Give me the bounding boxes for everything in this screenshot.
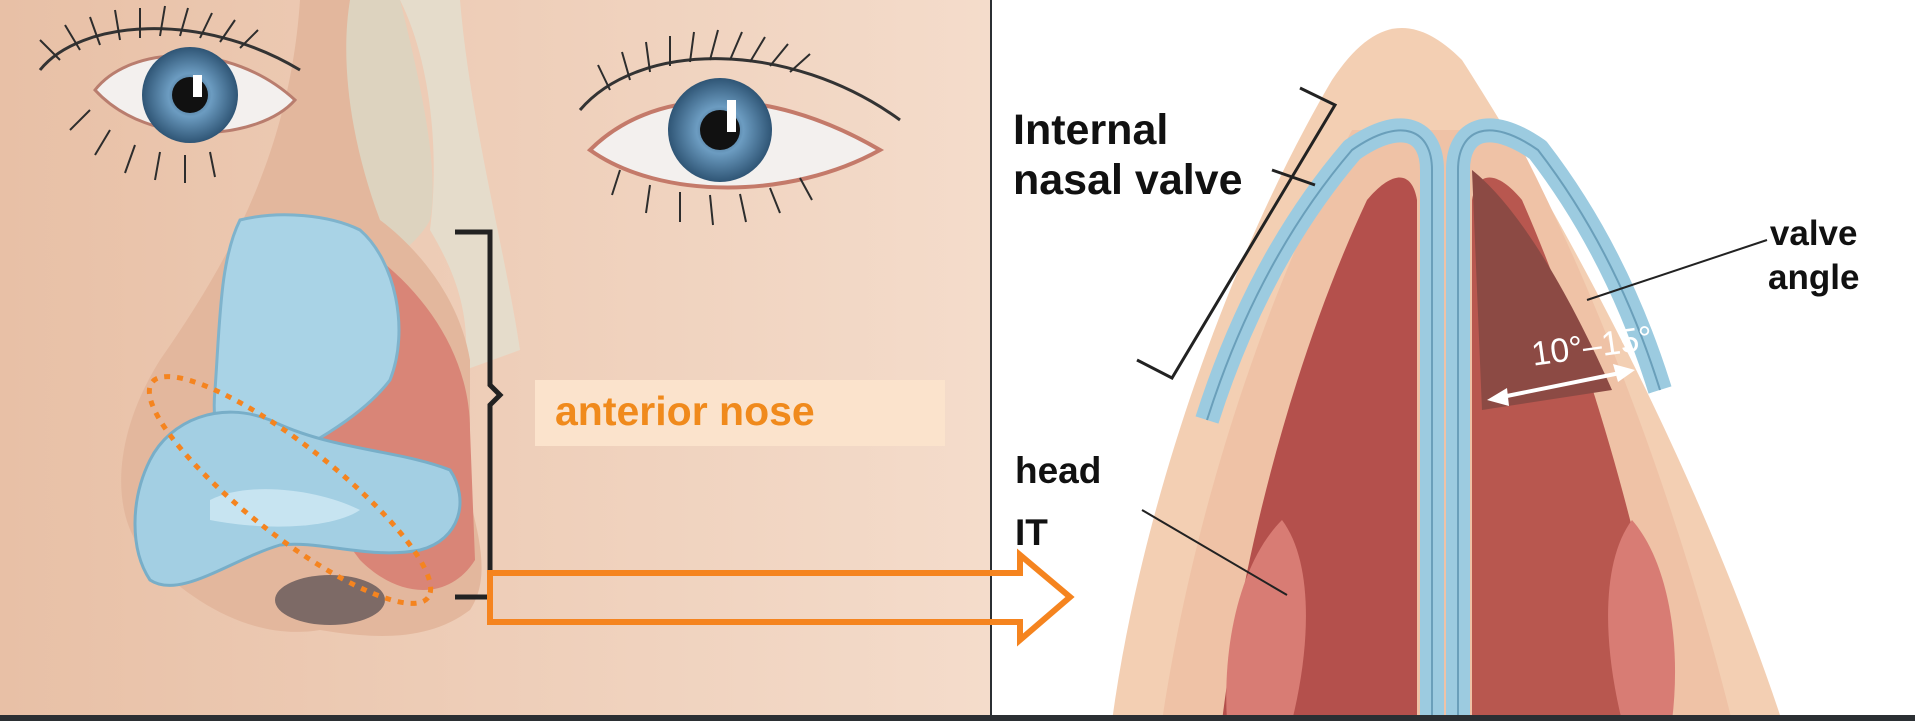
valve-angle-label: valve angle <box>1768 212 1859 300</box>
left-illustration-panel: anterior nose <box>0 0 990 721</box>
head-it-label: head IT <box>1015 440 1101 564</box>
anterior-nose-label: anterior nose <box>555 388 815 435</box>
anterior-nose-label-box: anterior nose <box>535 380 945 446</box>
face-illustration <box>0 0 990 721</box>
frame-bottom-edge <box>0 715 1915 721</box>
internal-nasal-valve-label: Internal nasal valve <box>1013 105 1243 205</box>
nostril <box>275 575 385 625</box>
